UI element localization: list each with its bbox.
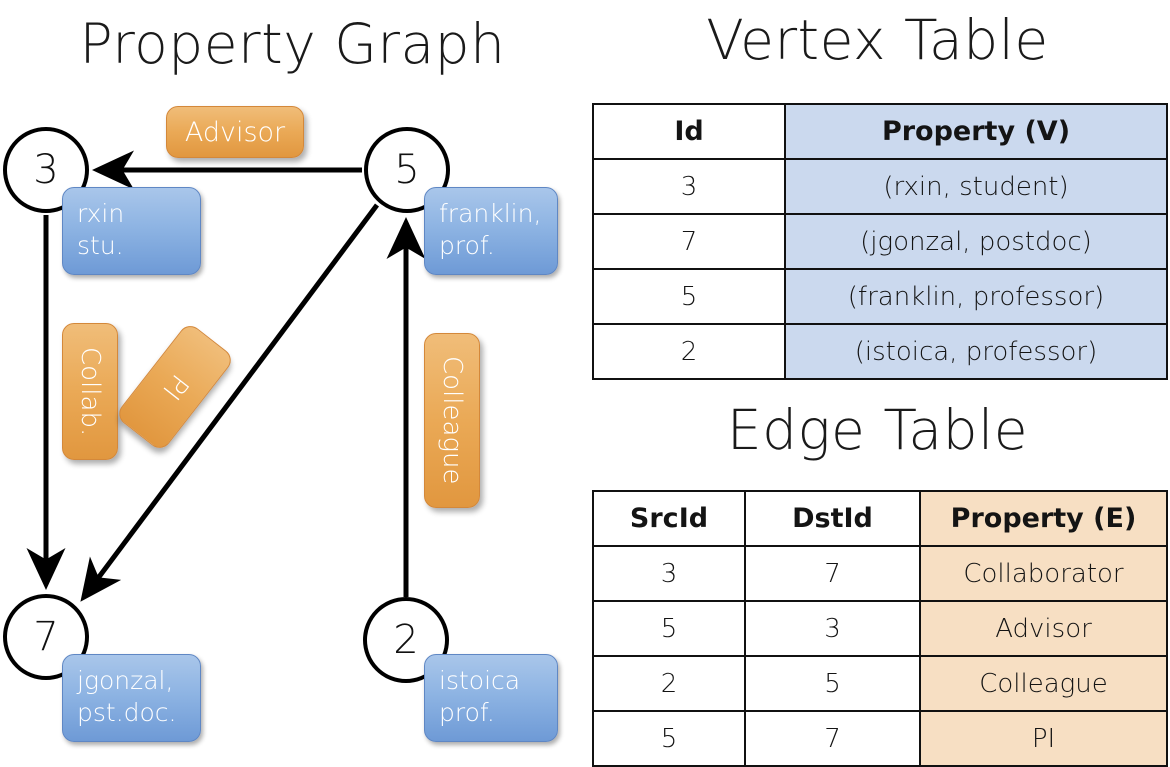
table-row: 3 (rxin, student) xyxy=(592,158,1168,215)
table-row: 2 5 Colleague xyxy=(592,655,1168,712)
vertex-callout-2-name: istoica xyxy=(439,666,521,695)
page-title-vertex-table: Vertex Table xyxy=(706,8,1049,72)
vertex-table-header-id: Id xyxy=(592,103,786,160)
table-row: 5 3 Advisor xyxy=(592,600,1168,657)
table-row: 5 7 PI xyxy=(592,710,1168,767)
edge-callout-collab-label: Collab. xyxy=(75,346,105,437)
edge-cell-dstid: 5 xyxy=(744,655,921,712)
edge-cell-property: Colleague xyxy=(919,655,1168,712)
vertex-table-header-property: Property (V) xyxy=(784,103,1168,160)
vertex-cell-id: 7 xyxy=(592,213,786,270)
edge-cell-property: PI xyxy=(919,710,1168,767)
edge-table-header-property: Property (E) xyxy=(919,490,1168,547)
vertex-cell-id: 2 xyxy=(592,323,786,380)
edge-cell-dstid: 3 xyxy=(744,600,921,657)
vertex-cell-id: 3 xyxy=(592,158,786,215)
table-row: 5 (franklin, professor) xyxy=(592,268,1168,325)
vertex-callout-5: franklin, prof. xyxy=(424,187,558,275)
vertex-cell-property: (franklin, professor) xyxy=(784,268,1168,325)
table-header-row: SrcId DstId Property (E) xyxy=(592,490,1168,547)
edge-callout-colleague-label: Colleague xyxy=(437,356,467,485)
graph-node-2[interactable]: 2 xyxy=(363,597,449,683)
vertex-cell-id: 5 xyxy=(592,268,786,325)
vertex-cell-property: (istoica, professor) xyxy=(784,323,1168,380)
vertex-cell-property: (jgonzal, postdoc) xyxy=(784,213,1168,270)
table-row: 7 (jgonzal, postdoc) xyxy=(592,213,1168,270)
edge-cell-property: Advisor xyxy=(919,600,1168,657)
vertex-callout-3: rxin stu. xyxy=(62,187,201,275)
edge-cell-dstid: 7 xyxy=(744,710,921,767)
vertex-table: Id Property (V) 3 (rxin, student) 7 (jgo… xyxy=(592,103,1168,380)
graph-node-5[interactable]: 5 xyxy=(364,127,450,213)
graph-edge-lines xyxy=(26,150,426,602)
vertex-callout-3-name: rxin xyxy=(77,199,125,228)
vertex-callout-5-role: prof. xyxy=(439,231,495,260)
vertex-callout-7-name: jgonzal, xyxy=(77,666,174,695)
edge-line-pi xyxy=(80,203,380,602)
edge-callout-pi-label: PI xyxy=(155,368,195,406)
vertex-callout-7: jgonzal, pst.doc. xyxy=(62,654,201,742)
vertex-callout-5-name: franklin, xyxy=(439,199,542,228)
edge-cell-srcid: 3 xyxy=(592,545,746,602)
vertex-callout-7-role: pst.doc. xyxy=(77,698,177,727)
table-row: 3 7 Collaborator xyxy=(592,545,1168,602)
edge-cell-property: Collaborator xyxy=(919,545,1168,602)
edge-callout-advisor-label: Advisor xyxy=(184,116,286,148)
edge-callout-colleague: Colleague xyxy=(424,333,480,508)
page-title-property-graph: Property Graph xyxy=(79,12,506,76)
vertex-callout-2-role: prof. xyxy=(439,698,495,727)
edge-callout-collab: Collab. xyxy=(62,323,118,460)
edge-cell-srcid: 5 xyxy=(592,600,746,657)
edge-table-header-dstid: DstId xyxy=(744,490,921,547)
edge-table-header-srcid: SrcId xyxy=(592,490,746,547)
edge-cell-srcid: 5 xyxy=(592,710,746,767)
edge-table: SrcId DstId Property (E) 3 7 Collaborato… xyxy=(592,490,1168,767)
vertex-callout-3-role: stu. xyxy=(77,231,124,260)
property-graph-diagram: 3 5 7 2 rxin stu. franklin, prof. jgonza… xyxy=(0,0,585,760)
table-header-row: Id Property (V) xyxy=(592,103,1168,160)
edge-callout-advisor: Advisor xyxy=(166,106,304,158)
edge-cell-dstid: 7 xyxy=(744,545,921,602)
page-title-edge-table: Edge Table xyxy=(726,398,1029,462)
vertex-callout-2: istoica prof. xyxy=(424,654,558,742)
vertex-cell-property: (rxin, student) xyxy=(784,158,1168,215)
table-row: 2 (istoica, professor) xyxy=(592,323,1168,380)
edge-cell-srcid: 2 xyxy=(592,655,746,712)
